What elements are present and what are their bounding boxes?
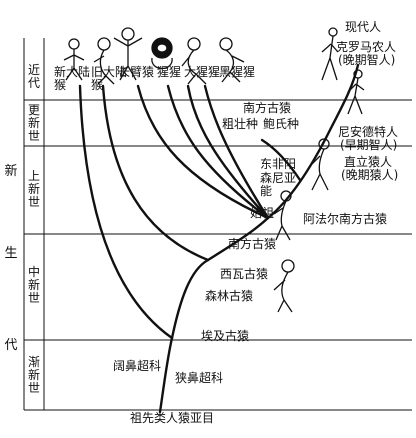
species-label: 东非阳 [260,157,297,171]
epoch-label: 上新世 [27,169,40,209]
hominin-figure-icon [311,138,330,191]
species-label: 埃及古猿 [201,329,250,343]
species-label: 现代人 [345,20,382,34]
era-char: 生 [4,246,18,261]
species-label: 尼安德特人 [338,125,399,139]
era-char: 代 [4,338,18,353]
ancestor-label: 祖先类人猿亚目 [130,411,215,425]
superfamily-label: 阔鼻超科 [113,359,162,373]
hominin-figure-icon [347,69,365,115]
species-label: 始祖 [250,206,275,220]
primate-figure-icon [93,37,115,85]
primate-figure-icon [113,27,143,81]
old-world-branch [170,258,210,340]
species-label: 鲍氏种 [263,117,300,131]
epoch-label: 近代 [27,63,40,90]
hominin-figure-icon [273,190,292,241]
primate-figure-icon [151,37,173,70]
species-label: 南方古猿 [243,101,292,115]
species-note: (晚期猿人) [341,168,399,182]
epoch-label: 渐新世 [27,355,40,395]
primate-figure-icon [63,38,85,81]
group-label: 长臂猿 [118,65,155,79]
species-label: 能 [260,184,273,198]
primate-figure-icon [273,259,295,313]
epoch-label: 更新世 [27,103,40,143]
orangutan-branch [166,84,270,220]
primate-figure-icon [219,37,245,83]
species-label: 阿法尔南方古猿 [303,212,388,226]
species-note: (早期智人) [340,138,398,152]
hominin-figure-icon [321,27,339,81]
species-label: 南方古猿 [228,237,277,251]
group-label: 猩猩 [157,65,182,79]
species-label: 森尼亚 [260,171,297,185]
species-label: 直立猿人 [344,155,393,169]
species-label: 森林古猿 [205,289,254,303]
gorilla-branch [186,84,270,220]
species-label: 克罗马农人 [336,40,397,54]
new-world-monkey-branch [78,84,174,340]
group-label: 大猩猩 [184,65,221,79]
species-note: (晚期智人) [338,53,396,67]
primate-figure-icon [181,37,207,85]
ape-branch [206,216,270,262]
trunk-branch [158,336,174,414]
chimpanzee-branch [203,84,270,220]
group-label: 新大陆猴 [54,65,91,92]
era-char: 新 [4,164,18,179]
species-label: 西瓦古猿 [220,267,269,281]
group-label: 黑猩猩 [219,65,256,79]
superfamily-label: 狭鼻超科 [175,371,224,385]
species-label: 粗壮种 [222,117,259,131]
epoch-label: 中新世 [27,265,40,305]
group-label: 旧大陆猴 [91,65,128,92]
robust-australopith-branch [260,138,302,182]
old-world-monkey-branch [101,84,210,262]
gibbon-branch [136,84,270,220]
